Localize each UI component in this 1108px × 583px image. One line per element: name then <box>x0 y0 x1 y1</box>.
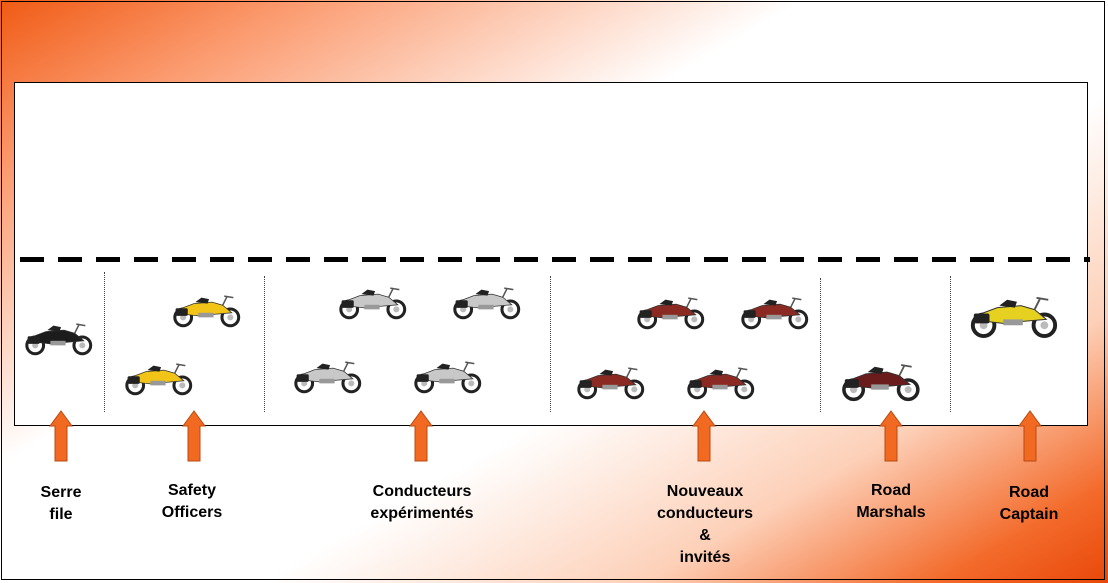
up-arrow-icon <box>1018 410 1042 462</box>
up-arrow-icon <box>879 410 903 462</box>
up-arrow-icon <box>692 410 716 462</box>
up-arrow-icon <box>182 410 206 462</box>
motorcycle-icon-red <box>637 297 705 330</box>
touring-motorcycle-icon <box>842 364 920 402</box>
motorcycle-icon-red <box>577 367 645 400</box>
motorcycle-icon-silver <box>414 361 482 394</box>
motorcycle-icon-red <box>741 297 809 330</box>
motorcycle-icon-black <box>25 323 93 356</box>
road-area <box>14 82 1088 426</box>
group-separator <box>264 276 265 412</box>
up-arrow-icon <box>409 410 433 462</box>
label-conducteurs-experimentes: Conducteurs expérimentés <box>370 483 474 522</box>
group-separator <box>820 278 821 412</box>
motorcycle-icon-silver <box>339 287 407 320</box>
group-separator <box>550 276 551 412</box>
motorcycle-icon-red <box>687 367 755 400</box>
label-safety-officers: Safety Officers <box>161 482 223 521</box>
motorcycle-icon-silver <box>294 361 362 394</box>
motorcycle-icon-yellow <box>125 363 193 396</box>
motorcycle-icon-yellow <box>173 295 241 328</box>
motorcycle-icon-silver <box>453 287 521 320</box>
label-road-captain: Road Captain <box>999 484 1059 523</box>
label-serre-file: Serre file <box>40 484 82 523</box>
group-separator <box>104 272 105 412</box>
up-arrow-icon <box>49 410 73 462</box>
group-separator <box>950 276 951 412</box>
label-nouveaux-conducteurs: Nouveaux conducteurs & invités <box>656 483 754 566</box>
touring-motorcycle-icon <box>970 296 1058 339</box>
label-road-marshals: Road Marshals <box>856 482 926 521</box>
center-line <box>20 257 1090 262</box>
